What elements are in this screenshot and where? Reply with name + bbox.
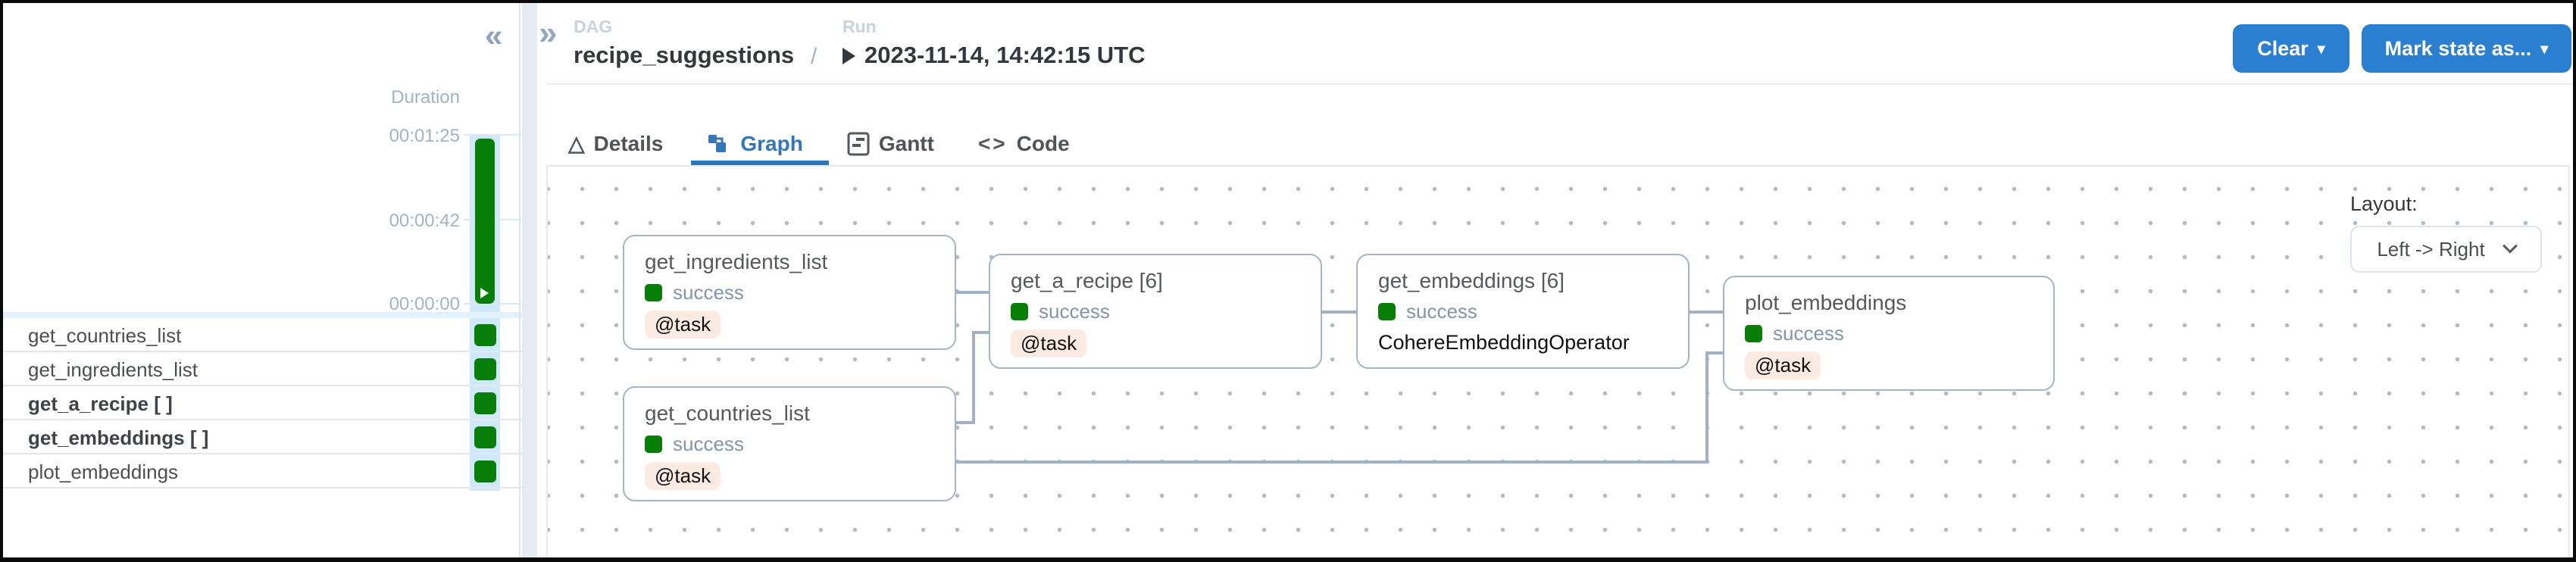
breadcrumb-dag-name[interactable]: recipe_suggestions <box>574 42 795 68</box>
tab-details[interactable]: △ Details <box>568 132 663 156</box>
node-state: success <box>1773 322 1844 345</box>
task-row-get-countries-list[interactable]: get_countries_list <box>3 318 522 352</box>
task-label: get_embeddings [ ] <box>28 426 209 449</box>
duration-tick-1: 00:00:42 <box>389 211 460 231</box>
task-row-get-ingredients-list[interactable]: get_ingredients_list <box>3 352 522 386</box>
graph-node-get-countries-list[interactable]: get_countries_list success @task <box>623 386 956 501</box>
node-title: plot_embeddings <box>1745 291 1907 314</box>
task-decorator-badge: @task <box>645 311 721 339</box>
task-label: plot_embeddings <box>28 461 179 483</box>
selected-run-band <box>3 312 522 318</box>
active-tab-underline <box>691 161 829 165</box>
gantt-icon <box>847 132 870 156</box>
node-title: get_embeddings [6] <box>1378 269 1565 292</box>
success-status-square <box>1011 303 1028 320</box>
operator-name: CohereEmbeddingOperator <box>1378 331 1630 354</box>
graph-node-get-ingredients-list[interactable]: get_ingredients_list success @task <box>623 235 956 350</box>
edge-get-a-recipe-to-get-embeddings <box>1321 311 1358 314</box>
task-status-square[interactable] <box>474 461 496 482</box>
edge-get-countries-list-to-plot-embeddings <box>1705 351 1708 464</box>
tab-code[interactable]: <> Code <box>978 132 1070 156</box>
panel-resize-handle[interactable] <box>522 3 537 557</box>
layout-direction-select[interactable]: Left -> Right <box>2350 226 2542 273</box>
manual-run-play-icon <box>480 288 489 298</box>
graph-node-plot-embeddings[interactable]: plot_embeddings success @task <box>1723 276 2055 391</box>
graph-node-get-a-recipe[interactable]: get_a_recipe [6] success @task <box>989 254 1322 369</box>
tab-graph-label: Graph <box>740 132 803 155</box>
chevron-down-icon <box>2502 238 2518 254</box>
success-status-square <box>645 436 662 453</box>
task-status-square[interactable] <box>474 358 496 380</box>
layout-control-label: Layout: <box>2350 192 2418 215</box>
header-divider <box>546 83 2571 85</box>
tab-gantt-label: Gantt <box>878 132 934 155</box>
task-status-square[interactable] <box>474 324 496 346</box>
breadcrumb-run-timestamp[interactable]: 2023-11-14, 14:42:15 UTC <box>864 42 1146 68</box>
chevron-double-right-icon: » <box>539 14 558 52</box>
success-status-square <box>645 284 662 301</box>
breadcrumb-separator: / <box>811 44 818 69</box>
node-state: success <box>1406 300 1477 323</box>
clear-button[interactable]: Clear ▾ <box>2233 24 2349 73</box>
dag-run-duration-bar[interactable] <box>475 139 495 304</box>
details-icon: △ <box>568 132 585 155</box>
task-row-plot-embeddings[interactable]: plot_embeddings <box>3 454 522 489</box>
task-status-square[interactable] <box>474 426 496 448</box>
success-status-square <box>1378 303 1396 320</box>
task-status-square[interactable] <box>474 392 496 414</box>
run-type-play-icon <box>843 48 855 64</box>
duration-axis-title: Duration <box>391 87 460 108</box>
edge-get-embeddings-to-plot-embeddings <box>1689 311 1724 314</box>
clear-button-label: Clear <box>2257 36 2309 60</box>
task-decorator-badge: @task <box>1011 329 1087 357</box>
tab-graph[interactable]: Graph <box>707 132 803 156</box>
tab-code-label: Code <box>1016 132 1070 155</box>
graph-node-get-embeddings[interactable]: get_embeddings [6] success CohereEmbeddi… <box>1356 254 1690 369</box>
gridline <box>464 303 521 304</box>
chevron-double-left-icon: « <box>485 17 503 53</box>
node-state: success <box>673 281 744 304</box>
tab-details-label: Details <box>593 132 664 155</box>
task-label: get_countries_list <box>28 324 182 347</box>
task-label: get_a_recipe [ ] <box>28 392 173 415</box>
task-decorator-badge: @task <box>1745 351 1821 379</box>
panel-right-border <box>519 3 521 557</box>
breadcrumb-run-label: Run <box>843 17 877 36</box>
mark-state-as-button[interactable]: Mark state as... ▾ <box>2362 24 2571 73</box>
edge-get-countries-list-to-get-a-recipe <box>972 331 975 424</box>
edge-get-countries-list-to-get-a-recipe <box>972 331 990 334</box>
task-label: get_ingredients_list <box>28 358 199 381</box>
edge-get-countries-list-to-get-a-recipe <box>955 421 975 424</box>
edge-get-ingredients-list-to-get-a-recipe <box>956 291 990 294</box>
duration-tick-0: 00:01:25 <box>389 126 460 146</box>
node-title: get_ingredients_list <box>645 250 828 273</box>
layout-direction-value: Left -> Right <box>2377 237 2485 261</box>
task-decorator-badge: @task <box>645 462 721 490</box>
task-row-get-embeddings[interactable]: get_embeddings [ ] <box>3 420 522 454</box>
caret-down-icon: ▾ <box>2317 40 2325 58</box>
gridline <box>464 134 521 136</box>
graph-icon <box>707 132 731 156</box>
node-title: get_a_recipe [6] <box>1011 269 1163 292</box>
expand-panel-icon[interactable]: » <box>539 17 557 50</box>
node-title: get_countries_list <box>645 401 810 425</box>
node-state: success <box>1039 300 1110 323</box>
node-state: success <box>673 432 744 455</box>
success-status-square <box>1745 325 1762 342</box>
mark-state-button-label: Mark state as... <box>2384 36 2532 60</box>
tab-gantt[interactable]: Gantt <box>847 132 934 156</box>
edge-get-countries-list-to-plot-embeddings <box>1705 351 1724 354</box>
edge-get-countries-list-to-plot-embeddings <box>955 461 1708 464</box>
code-icon: <> <box>977 132 1008 155</box>
graph-canvas[interactable]: get_ingredients_list success @task get_c… <box>546 165 2570 557</box>
view-tabs: △ Details Graph Gantt <box>568 127 1070 161</box>
breadcrumb-dag-label: DAG <box>574 17 613 36</box>
caret-down-icon: ▾ <box>2540 40 2549 58</box>
duration-tick-2: 00:00:00 <box>389 294 460 314</box>
collapse-grid-icon[interactable]: « <box>485 20 502 52</box>
task-row-get-a-recipe[interactable]: get_a_recipe [ ] <box>3 386 522 420</box>
